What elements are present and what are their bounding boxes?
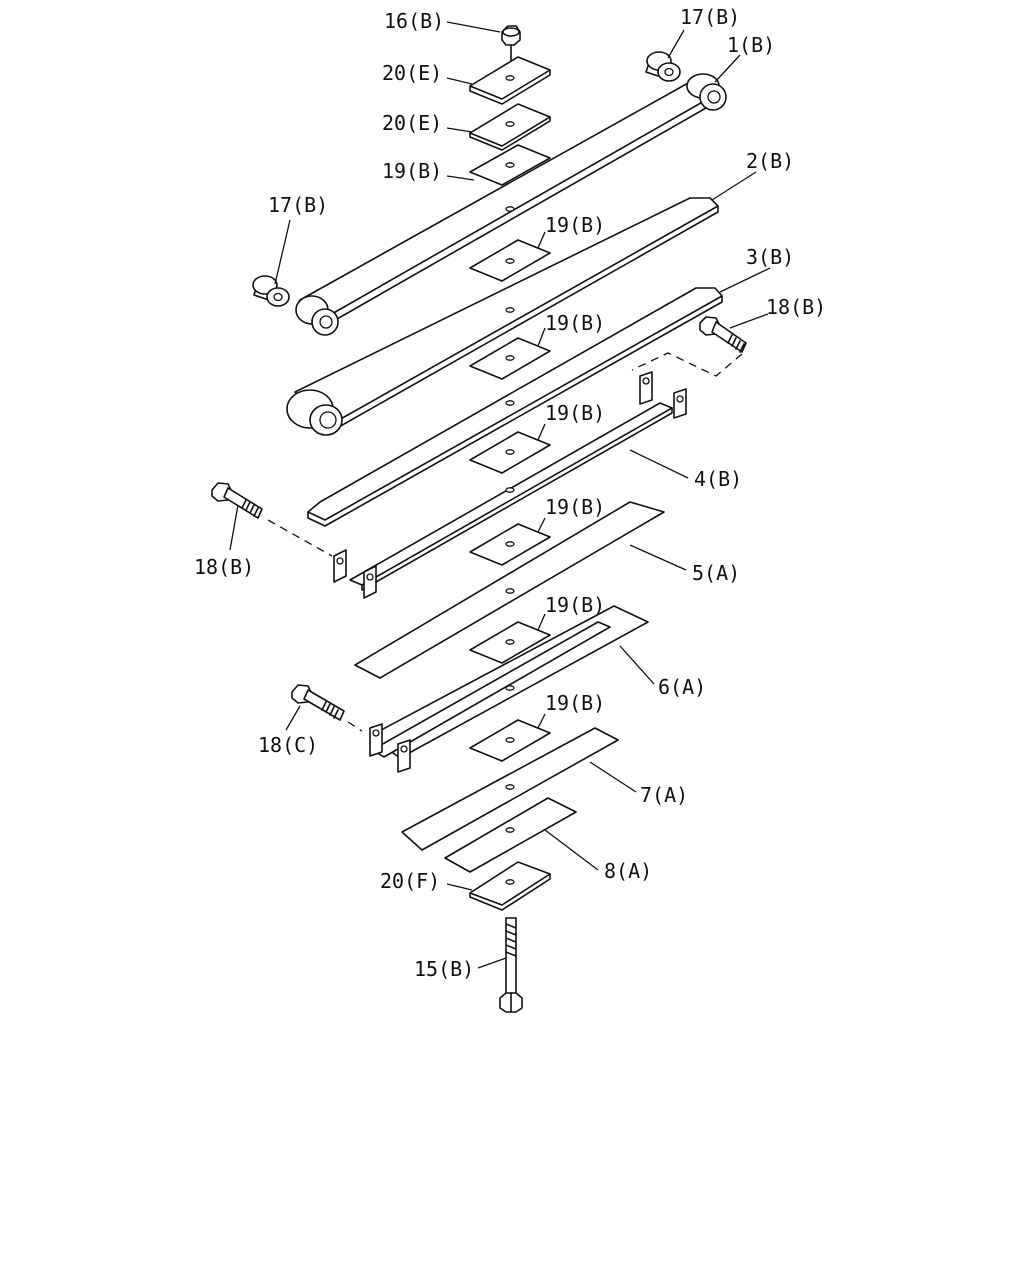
part-18b-bolt-left[interactable]: [211, 482, 263, 519]
label-16b: 16(B): [384, 9, 444, 33]
label-7a: 7(A): [640, 783, 688, 807]
label-20e-lower: 20(E): [382, 111, 442, 135]
label-19b-7: 19(B): [545, 691, 605, 715]
label-17b-top: 17(B): [680, 5, 740, 29]
label-19b-6: 19(B): [545, 593, 605, 617]
part-4b-clip-leaf[interactable]: [333, 371, 687, 599]
label-20e-upper: 20(E): [382, 61, 442, 85]
bolt-path-c: [347, 721, 363, 732]
label-18b-right: 18(B): [766, 295, 826, 319]
label-3b: 3(B): [746, 245, 794, 269]
label-8a: 8(A): [604, 859, 652, 883]
part-17b-bushing-right[interactable]: [645, 51, 681, 82]
part-19b-pad-1[interactable]: [469, 144, 551, 186]
label-17b-left: 17(B): [268, 193, 328, 217]
part-19b-pad-3[interactable]: [469, 337, 551, 380]
part-19b-pad-7[interactable]: [469, 719, 551, 762]
part-labels: 16(B) 17(B) 1(B) 20(E) 20(E) 19(B) 2(B) …: [194, 5, 826, 981]
part-19b-pad-5[interactable]: [469, 523, 551, 566]
label-19b-2: 19(B): [545, 213, 605, 237]
part-20e-upper-plate[interactable]: [469, 56, 551, 105]
part-2b-second-leaf[interactable]: [286, 197, 719, 436]
center-hole-4: [505, 487, 515, 493]
bolt-path-left: [267, 519, 333, 557]
part-17b-bushing-left[interactable]: [252, 275, 290, 307]
part-19b-pad-2[interactable]: [469, 239, 551, 282]
label-19b-3: 19(B): [545, 311, 605, 335]
part-3b-third-leaf[interactable]: [307, 287, 723, 527]
label-19b-4: 19(B): [545, 401, 605, 425]
label-4b: 4(B): [694, 467, 742, 491]
label-19b-5: 19(B): [545, 495, 605, 519]
part-19b-pad-6[interactable]: [469, 621, 551, 664]
part-16b-nut[interactable]: [501, 25, 521, 73]
label-1b: 1(B): [727, 33, 775, 57]
part-18c-bolt[interactable]: [291, 684, 345, 721]
part-18b-bolt-right[interactable]: [699, 316, 747, 353]
part-8a-short-leaf[interactable]: [444, 797, 577, 873]
label-5a: 5(A): [692, 561, 740, 585]
part-15b-center-bolt[interactable]: [499, 917, 523, 1013]
lower-clip[interactable]: [369, 621, 611, 773]
label-2b: 2(B): [746, 149, 794, 173]
part-20f-bottom-plate[interactable]: [469, 861, 551, 911]
part-7a-tapered-leaf[interactable]: [401, 727, 619, 851]
part-5a-tapered-leaf[interactable]: [354, 501, 665, 679]
label-18c: 18(C): [258, 733, 318, 757]
label-15b: 15(B): [414, 957, 474, 981]
label-6a: 6(A): [658, 675, 706, 699]
bolt-path-right: [631, 352, 743, 377]
label-19b-1: 19(B): [382, 159, 442, 183]
leader-lines: [229, 21, 771, 969]
part-19b-pad-4[interactable]: [469, 431, 551, 474]
label-20f: 20(F): [380, 869, 440, 893]
label-18b-left: 18(B): [194, 555, 254, 579]
part-20e-lower-plate[interactable]: [469, 103, 551, 151]
part-1b-main-leaf[interactable]: [295, 73, 727, 336]
